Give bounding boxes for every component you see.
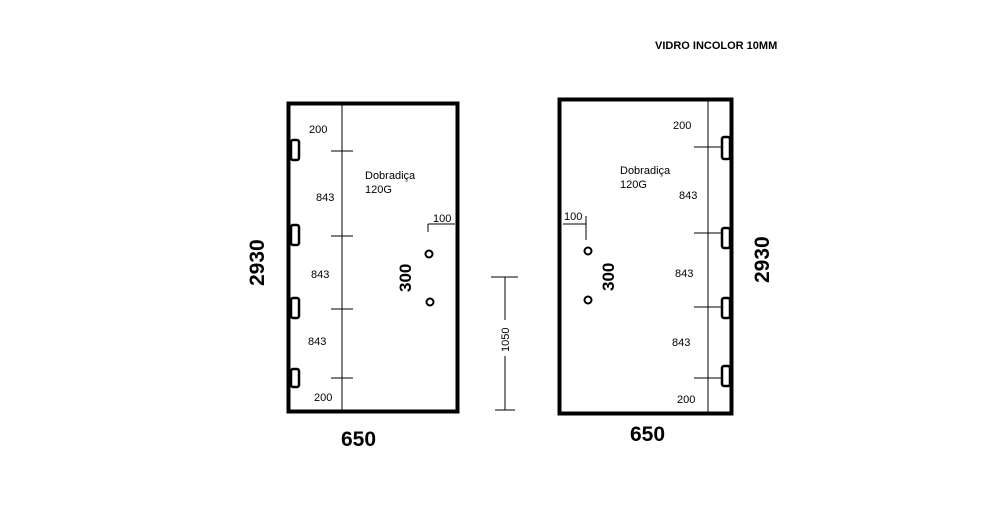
right-hinge-label-line2: 120G <box>620 179 647 191</box>
hinge-icon <box>720 135 732 161</box>
right-hinge-label-line1: Dobradiça <box>620 165 671 177</box>
handle-hole-icon <box>583 246 593 256</box>
center-dimension: 1050 <box>491 276 518 411</box>
handle-hole-icon <box>583 295 593 305</box>
handle-hole-icon <box>425 297 435 307</box>
left-dim-seg3: 843 <box>308 336 326 348</box>
right-hole-offset: 100 <box>564 211 582 223</box>
left-dim-seg2: 843 <box>311 269 329 281</box>
left-hole-offset: 100 <box>433 213 451 225</box>
right-door: 200 843 843 843 200 Dobradiça 120G 100 3… <box>557 97 774 446</box>
hinge-icon <box>289 138 301 162</box>
hinge-icon <box>720 364 732 388</box>
glass-spec-title: VIDRO INCOLOR 10MM <box>655 40 777 52</box>
left-door-width: 650 <box>341 428 376 451</box>
right-dim-seg3: 843 <box>672 337 690 349</box>
right-dim-seg2: 843 <box>675 268 693 280</box>
center-dimension-label: 1050 <box>500 328 512 352</box>
hinge-icon <box>289 367 301 389</box>
right-door-height: 2930 <box>751 236 774 283</box>
left-door-height: 2930 <box>246 239 269 286</box>
left-hole-spacing: 300 <box>396 264 415 292</box>
right-dim-bottom: 200 <box>677 394 695 406</box>
right-door-frame <box>557 97 734 416</box>
hinge-icon <box>720 226 732 250</box>
right-hole-spacing: 300 <box>599 263 618 291</box>
left-dim-top: 200 <box>309 124 327 136</box>
hinge-icon <box>289 296 301 320</box>
left-hinge-label-line2: 120G <box>365 184 392 196</box>
right-dim-seg1: 843 <box>679 190 697 202</box>
left-dim-seg1: 843 <box>316 192 334 204</box>
left-dim-bottom: 200 <box>314 392 332 404</box>
right-dim-top: 200 <box>673 120 691 132</box>
handle-hole-icon <box>424 249 434 259</box>
right-door-width: 650 <box>630 423 665 446</box>
left-door-frame <box>286 101 460 414</box>
hinge-icon <box>720 296 732 320</box>
hinge-icon <box>289 223 301 247</box>
left-door: 200 843 843 843 200 Dobradiça 120G 100 3… <box>246 101 460 451</box>
left-hinge-label-line1: Dobradiça <box>365 170 416 182</box>
